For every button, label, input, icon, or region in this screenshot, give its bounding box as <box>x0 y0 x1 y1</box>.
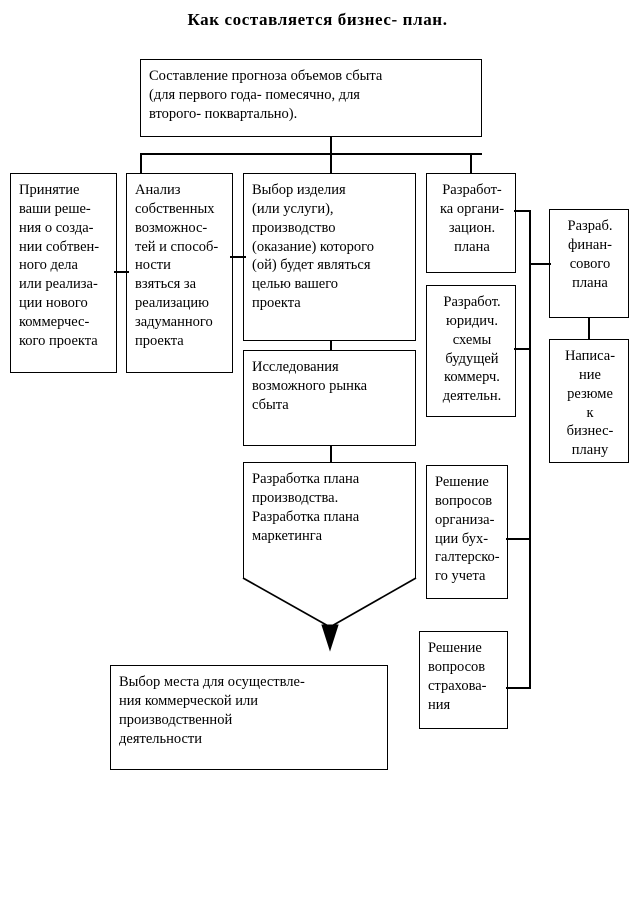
node-top-forecast: Составление прогноза объемов сбыта (для … <box>140 59 482 137</box>
connector-bus-to-finance <box>529 263 551 265</box>
node-summary: Написа- ние резюме к бизнес- плану <box>549 339 629 463</box>
arrow-down-icon <box>321 624 339 652</box>
node-accounting: Решение вопросов организа- ции бух- галт… <box>426 465 508 599</box>
connector-analysis-to-product <box>230 256 246 258</box>
node-finance-plan: Разраб. финан- сового плана <box>549 209 629 318</box>
node-decision: Принятие ваши реше- ния о созда- нии соб… <box>10 173 117 373</box>
connector-bus-to-product <box>330 153 332 174</box>
connector-top-to-bus <box>330 137 332 154</box>
connector-bus-horizontal <box>140 153 482 155</box>
connector-org-plan-to-bus <box>514 210 531 212</box>
connector-market-to-production <box>330 446 332 463</box>
connector-insurance-to-bus <box>506 687 531 689</box>
node-production-plan: Разработка плана производства. Разработк… <box>243 462 416 579</box>
connector-finance-to-summary <box>588 318 590 340</box>
node-analysis: Анализ собственных возможнос- тей и спос… <box>126 173 233 373</box>
connector-right-bus <box>529 210 531 688</box>
page-title: Как составляется бизнес- план. <box>187 10 448 29</box>
node-insurance: Решение вопросов страхова- ния <box>419 631 508 729</box>
node-market-research: Исследования возможного рынка сбыта <box>243 350 416 446</box>
connector-bus-to-analysis <box>140 153 142 174</box>
funnel-taper <box>242 577 417 628</box>
connector-product-to-market <box>330 341 332 351</box>
connector-decision-to-analysis <box>114 271 129 273</box>
node-product-choice: Выбор изделия (или услуги), производство… <box>243 173 416 341</box>
connector-legal-to-bus <box>514 348 531 350</box>
node-org-plan: Разработ- ка органи- зацион. плана <box>426 173 516 273</box>
node-legal-scheme: Разработ. юридич. схемы будущей коммерч.… <box>426 285 516 417</box>
connector-bus-to-org-plan <box>470 153 472 174</box>
connector-accounting-to-bus <box>506 538 531 540</box>
node-location-choice: Выбор места для осуществле- ния коммерче… <box>110 665 388 770</box>
